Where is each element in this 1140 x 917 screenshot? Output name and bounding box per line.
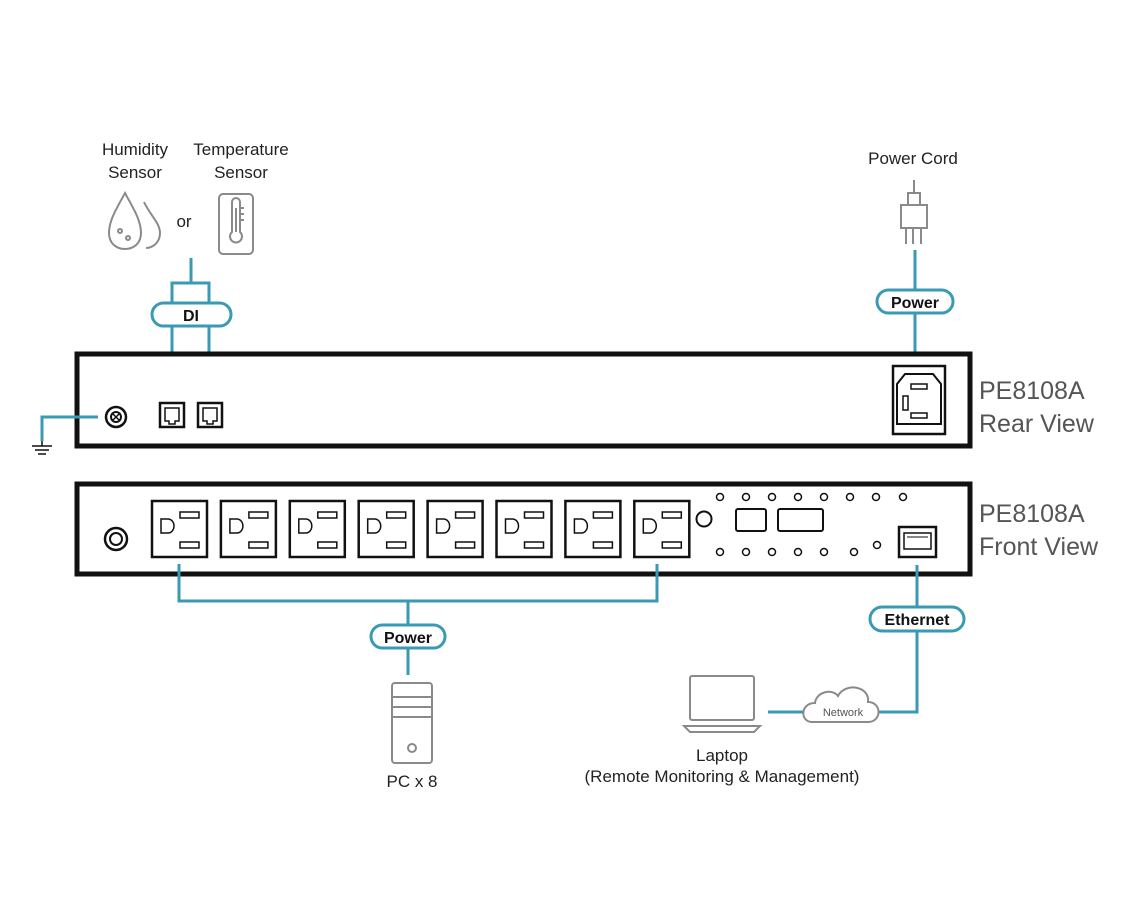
power-front-badge: Power	[369, 623, 447, 650]
led-top-1	[715, 492, 725, 502]
pc-label: PC x 8	[386, 772, 437, 791]
outlet-4	[357, 499, 415, 559]
led-bottom-4	[793, 547, 803, 557]
thermometer-icon	[218, 193, 254, 255]
laptop-label-line1: Laptop	[696, 746, 748, 765]
rear-view-label: Rear View	[979, 410, 1095, 438]
led-bottom-3	[767, 547, 777, 557]
outlet-7	[564, 499, 622, 559]
reset-button	[695, 510, 713, 528]
cloud-icon: Network	[802, 686, 880, 723]
di-badge-label: DI	[183, 308, 199, 325]
outlet-group	[150, 499, 691, 559]
humidity-label-line2: Sensor	[108, 163, 162, 182]
laptop-label-line2: (Remote Monitoring & Management)	[585, 767, 860, 786]
led-top-5	[819, 492, 829, 502]
front-panel	[74, 481, 973, 577]
ground-screw	[104, 405, 128, 429]
rear-panel	[74, 351, 973, 449]
led-bottom-6	[849, 547, 859, 557]
temperature-label-line2: Sensor	[214, 163, 268, 182]
led-top-3	[767, 492, 777, 502]
or-text: or	[176, 212, 191, 231]
led-bottom-1	[715, 547, 725, 557]
led-top-8	[898, 492, 908, 502]
front-model-label: PE8108A	[979, 500, 1085, 528]
power-cord-label: Power Cord	[868, 149, 958, 168]
power-front-connector	[177, 564, 659, 675]
ethernet-label: Ethernet	[885, 612, 951, 629]
temperature-label-line1: Temperature	[193, 140, 288, 159]
led-top-6	[845, 492, 855, 502]
laptop-icon	[681, 675, 763, 733]
display-digit-right	[777, 508, 824, 532]
front-view-label: Front View	[979, 533, 1099, 561]
di-badge: DI	[150, 301, 233, 328]
power-switch	[103, 526, 129, 552]
ethernet-port	[897, 525, 938, 559]
power-rear-badge: Power	[875, 288, 955, 315]
outlet-8	[633, 499, 691, 559]
outlet-5	[426, 499, 484, 559]
outlet-6	[495, 499, 553, 559]
led-bottom-5	[819, 547, 829, 557]
rear-model-label: PE8108A	[979, 377, 1085, 405]
humidity-sensor: Humidity Sensor	[102, 140, 169, 251]
temperature-sensor: Temperature Sensor	[193, 140, 289, 255]
ethernet-connector	[768, 565, 919, 714]
led-bottom-2	[741, 547, 751, 557]
ground-icon	[32, 441, 52, 455]
led-top-7	[871, 492, 881, 502]
led-indicators	[715, 492, 908, 557]
ac-power-inlet	[891, 364, 947, 436]
ethernet-badge: Ethernet	[868, 605, 966, 633]
power-rear-label: Power	[891, 295, 939, 312]
display-digit-left	[735, 508, 767, 532]
water-drops-icon	[107, 190, 162, 251]
led-bottom-7	[872, 540, 882, 550]
di-port-1	[158, 401, 186, 429]
desktop-pc-icon	[391, 682, 433, 764]
outlet-1	[150, 499, 209, 559]
power-plug-icon	[900, 180, 928, 244]
di-port-2	[196, 401, 224, 429]
network-label: Network	[823, 707, 864, 719]
led-top-2	[741, 492, 751, 502]
outlet-3	[288, 499, 347, 559]
humidity-label-line1: Humidity	[102, 140, 169, 159]
ground-connector	[40, 415, 98, 441]
power-front-label: Power	[384, 630, 432, 647]
outlet-2	[219, 499, 278, 559]
led-top-4	[793, 492, 803, 502]
